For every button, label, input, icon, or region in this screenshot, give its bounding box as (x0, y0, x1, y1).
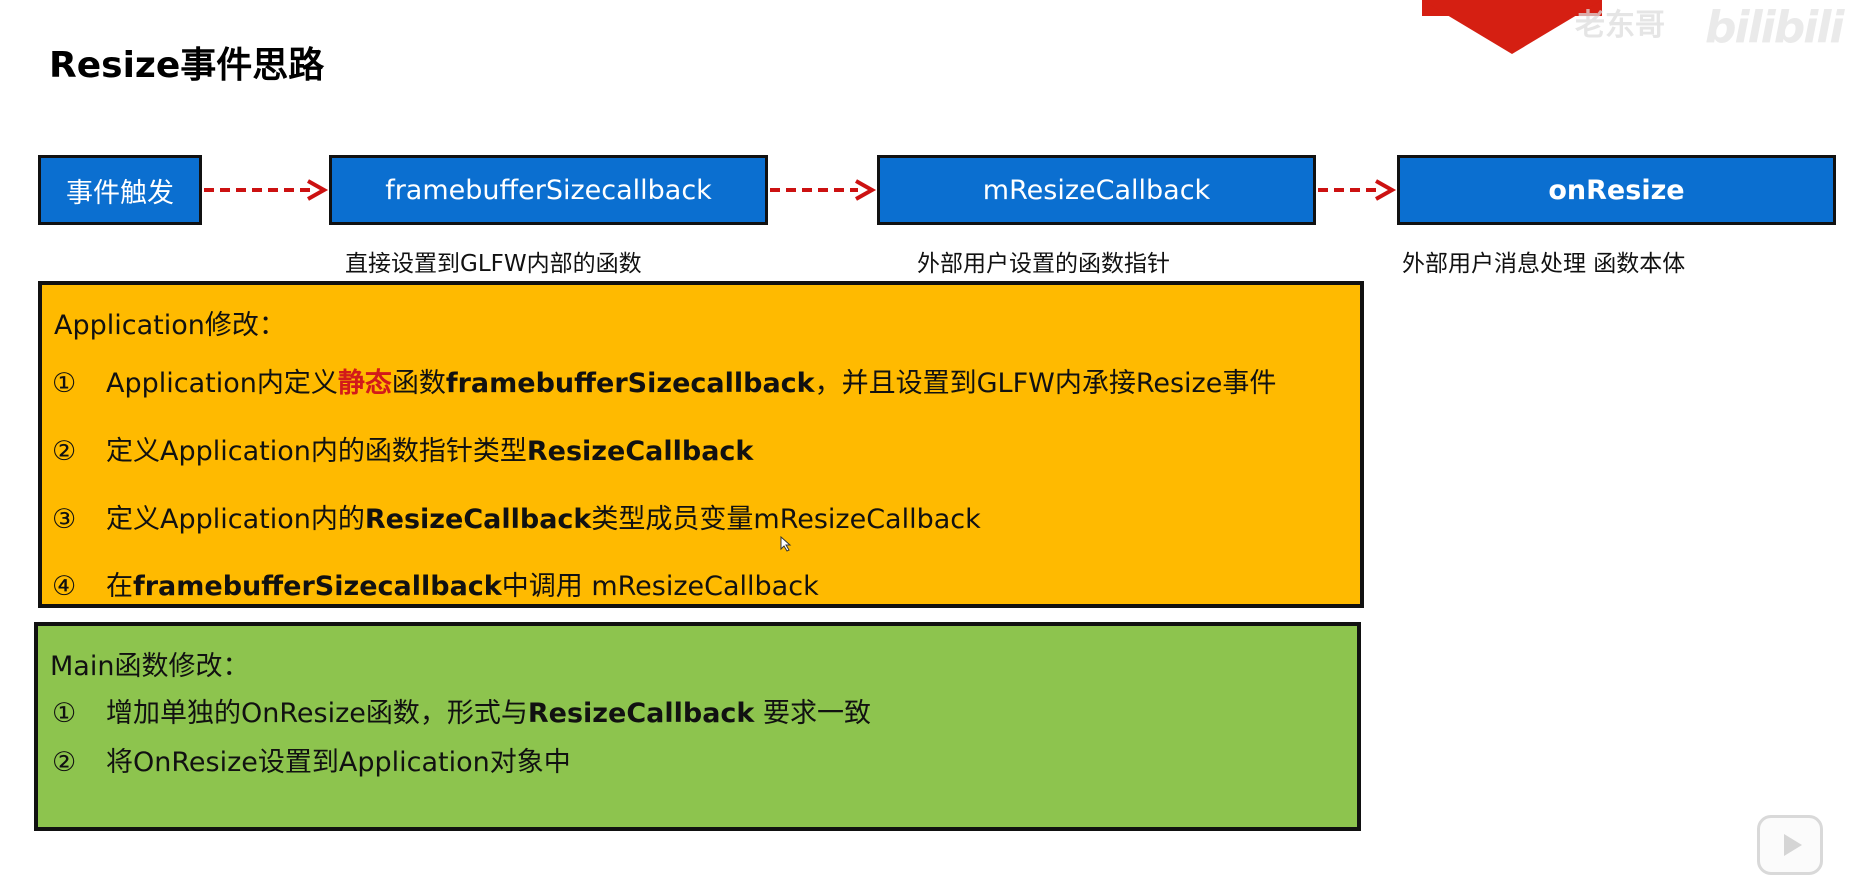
flow-box-framebuffer-callback: framebufferSizecallback (329, 155, 768, 225)
mouse-cursor-icon (780, 536, 792, 552)
caption-mresize: 外部用户设置的函数指针 (917, 251, 1170, 277)
flow-box-onresize: onResize (1397, 155, 1836, 225)
static-highlight: 静态 (337, 368, 392, 399)
flow-box-event-trigger: 事件触发 (38, 155, 202, 225)
arrow-1 (204, 179, 329, 201)
page-title: Resize事件思路 (49, 45, 325, 86)
arrow-3 (1318, 179, 1397, 201)
flow-box-mresize-callback: mResizeCallback (877, 155, 1316, 225)
item-number: ① (52, 368, 77, 399)
red-logo-chevron (1422, 0, 1602, 54)
item-number: ③ (52, 504, 77, 535)
item-number: ② (52, 436, 77, 467)
caption-onresize: 外部用户消息处理 函数本体 (1402, 251, 1686, 277)
arrow-2 (770, 179, 877, 201)
main-heading: Main函数修改： (50, 651, 250, 682)
bilibili-watermark: bilibili (1705, 2, 1844, 53)
item-number: ① (52, 698, 77, 729)
watermark-text: 老东哥 (1575, 8, 1665, 43)
play-button-icon[interactable] (1757, 815, 1823, 875)
caption-framebuffer: 直接设置到GLFW内部的函数 (345, 251, 642, 277)
item-number: ② (52, 747, 77, 778)
application-heading: Application修改： (54, 310, 286, 341)
item-number: ④ (52, 571, 77, 602)
